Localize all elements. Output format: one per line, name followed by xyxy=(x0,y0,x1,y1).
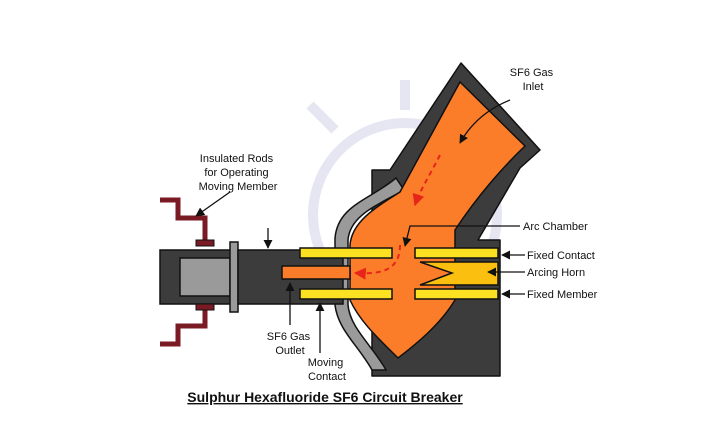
moving-contact-top xyxy=(299,247,393,259)
diagram-title: Sulphur Hexafluoride SF6 Circuit Breaker xyxy=(187,389,463,405)
arc-chamber-label: Arc Chamber xyxy=(523,221,588,233)
insulated-rod-top xyxy=(160,197,208,242)
arcing-horn xyxy=(419,261,499,286)
chamber-liner xyxy=(334,176,406,371)
sf6-gas-region xyxy=(349,80,527,359)
fixed-contact-label: Fixed Contact xyxy=(527,250,595,262)
arc-chamber-leader xyxy=(402,225,520,247)
fixed-contact-top xyxy=(414,247,499,259)
moving-contact-bottom xyxy=(299,288,393,300)
moving-member-inner xyxy=(179,257,231,297)
insulated-rods-label: Insulated Rods for Operating Moving Memb… xyxy=(199,153,278,193)
gas-flow-arrow-out xyxy=(353,244,401,280)
moving-member-flange xyxy=(229,241,239,313)
gas-outlet-tube xyxy=(281,265,351,280)
rod-clamp-bottom xyxy=(195,303,215,311)
arcing-horn-label: Arcing Horn xyxy=(527,267,585,279)
gas-outlet-label: SF6 Gas Outlet xyxy=(267,331,313,357)
fixed-member-label: Fixed Member xyxy=(527,289,598,301)
gas-inlet-label: SF6 Gas Inlet xyxy=(510,67,556,93)
gas-inlet-leader xyxy=(459,99,511,144)
insulated-rod-bottom xyxy=(160,306,208,347)
moving-contact-label: Moving Contact xyxy=(308,357,347,383)
gas-flow-arrow-in xyxy=(412,154,441,207)
insulated-rods-leader xyxy=(195,191,231,217)
fixed-contact-bottom xyxy=(414,288,499,300)
rod-clamp-top xyxy=(195,239,215,247)
